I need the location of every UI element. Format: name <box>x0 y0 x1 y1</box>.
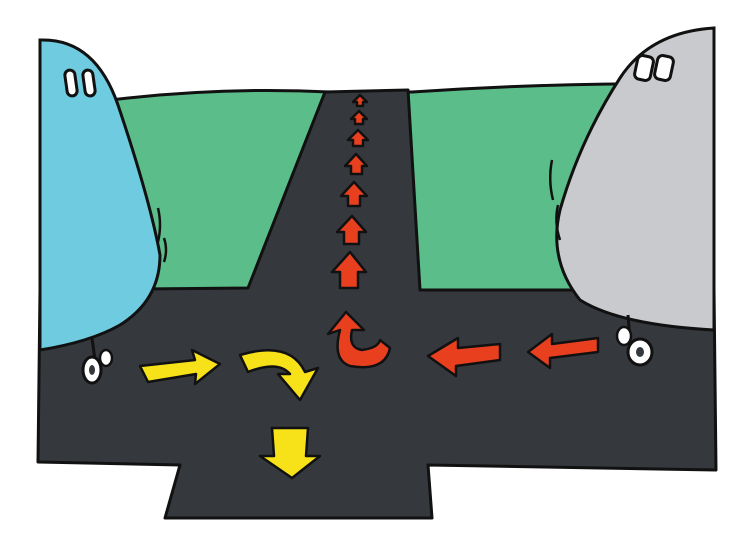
red-arrow-group <box>326 93 600 378</box>
right-side-detail <box>549 159 562 241</box>
arrow-right-icon <box>138 348 222 386</box>
yellow-arrow-group <box>138 348 322 480</box>
arrow-left-icon <box>426 336 502 378</box>
left-side-detail <box>156 207 168 263</box>
right-wheel-hub <box>636 347 644 357</box>
arrow-up-icon <box>349 109 369 126</box>
right-cockpit-window-2 <box>653 54 675 82</box>
arrow-up-icon <box>346 128 370 148</box>
right-wheel-2 <box>615 325 633 347</box>
arrow-turn-up-icon <box>326 310 392 369</box>
arrow-down-icon <box>258 426 322 480</box>
left-airplane <box>38 38 168 385</box>
left-cockpit-window-1 <box>63 68 79 98</box>
arrow-up-icon <box>330 250 368 290</box>
arrow-turn-right-down-icon <box>238 348 320 402</box>
arrow-up-icon <box>343 152 369 176</box>
left-cockpit-window-2 <box>81 68 97 98</box>
left-wheel-2 <box>98 348 114 368</box>
arrow-up-icon <box>339 180 369 208</box>
arrow-left-icon <box>526 332 600 370</box>
left-airplane-body <box>38 38 162 352</box>
right-cockpit-window-1 <box>633 54 655 82</box>
arrow-up-icon <box>335 214 368 246</box>
arrow-up-icon <box>351 93 369 108</box>
left-wheel-hub <box>89 365 95 375</box>
right-airplane <box>549 26 716 367</box>
